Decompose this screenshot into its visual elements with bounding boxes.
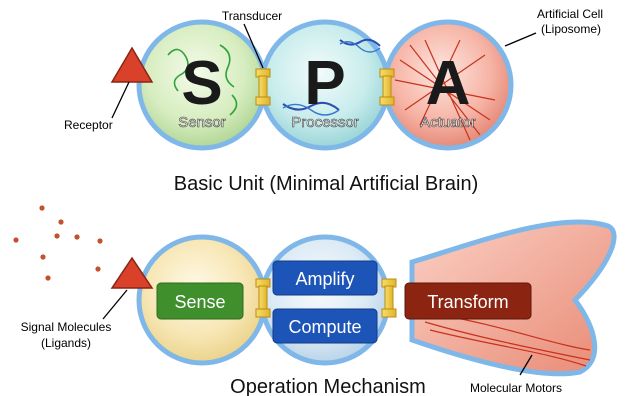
- signal-leader-line: [102, 289, 128, 320]
- processor-name: Processor: [291, 114, 359, 131]
- receptor-leader-line: [111, 81, 130, 119]
- compute-label: Compute: [288, 317, 361, 337]
- transducer-label: Transducer: [222, 9, 282, 23]
- receptor-icon-bottom: [110, 256, 154, 289]
- liposome-label: (Liposome): [541, 22, 601, 36]
- transducer-connector-2: [379, 68, 395, 106]
- receptor-label: Receptor: [64, 118, 113, 132]
- transducer-leader-line: [243, 23, 264, 69]
- transducer-connector-3: [255, 278, 271, 318]
- dna-strand-icon: [339, 38, 381, 47]
- green-strand-icon: [167, 44, 238, 116]
- amplify-label: Amplify: [295, 269, 354, 289]
- artificial-cell-label: Artificial Cell: [537, 7, 603, 21]
- sensor-letter: S: [181, 49, 222, 118]
- signal-molecules-label: Signal Molecules: [21, 320, 112, 334]
- processor-letter: P: [304, 49, 345, 118]
- basic-unit-caption: Basic Unit (Minimal Artificial Brain): [174, 173, 479, 195]
- compute-cell: [259, 234, 391, 366]
- compute-box: [272, 308, 378, 344]
- ligands-label: (Ligands): [41, 336, 91, 350]
- transducer-connector-1: [255, 68, 271, 106]
- sense-label: Sense: [174, 292, 225, 312]
- signal-molecules-icon: [13, 205, 103, 281]
- transform-label: Transform: [427, 292, 508, 312]
- transform-box: [404, 282, 532, 320]
- amplify-box: [272, 260, 378, 296]
- receptor-icon: [110, 46, 154, 83]
- actuator-letter: A: [426, 49, 471, 118]
- operation-mechanism-caption: Operation Mechanism: [230, 376, 426, 396]
- molecular-motors-label: Molecular Motors: [470, 381, 562, 395]
- cell-leader-line: [504, 32, 537, 47]
- sense-box: [156, 282, 244, 320]
- actuator-name: Actuator: [420, 114, 476, 131]
- sensor-name: Sensor: [178, 114, 226, 131]
- actin-filaments-icon: [394, 39, 496, 141]
- motors-leader-line: [519, 354, 533, 376]
- processor-cell: [259, 19, 391, 151]
- transducer-connector-4: [381, 278, 397, 318]
